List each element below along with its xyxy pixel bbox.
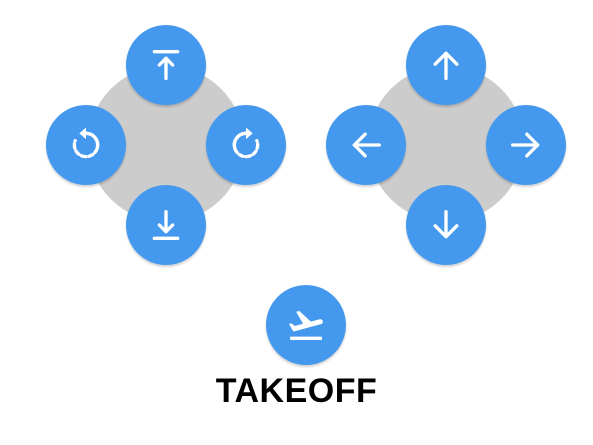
right-button[interactable] xyxy=(486,105,566,185)
flight-takeoff-icon xyxy=(289,310,323,340)
rotate-right-button[interactable] xyxy=(206,105,286,185)
takeoff-button[interactable] xyxy=(266,285,346,365)
rotate-right-icon xyxy=(232,127,260,159)
forward-button[interactable] xyxy=(406,25,486,105)
rotate-left-icon xyxy=(72,127,100,159)
descend-button[interactable] xyxy=(126,185,206,265)
arrow-down-icon xyxy=(433,210,459,239)
back-button[interactable] xyxy=(406,185,486,265)
ascend-button[interactable] xyxy=(126,25,206,105)
arrow-up-icon xyxy=(433,51,459,81)
arrow-up-to-bar-icon xyxy=(152,50,180,81)
left-button[interactable] xyxy=(326,105,406,185)
arrow-left-icon xyxy=(352,132,381,158)
arrow-right-icon xyxy=(510,132,540,158)
rotate-left-button[interactable] xyxy=(46,105,126,185)
arrow-down-to-bar-icon xyxy=(152,210,180,240)
takeoff-label: TAKEOFF xyxy=(215,372,378,410)
